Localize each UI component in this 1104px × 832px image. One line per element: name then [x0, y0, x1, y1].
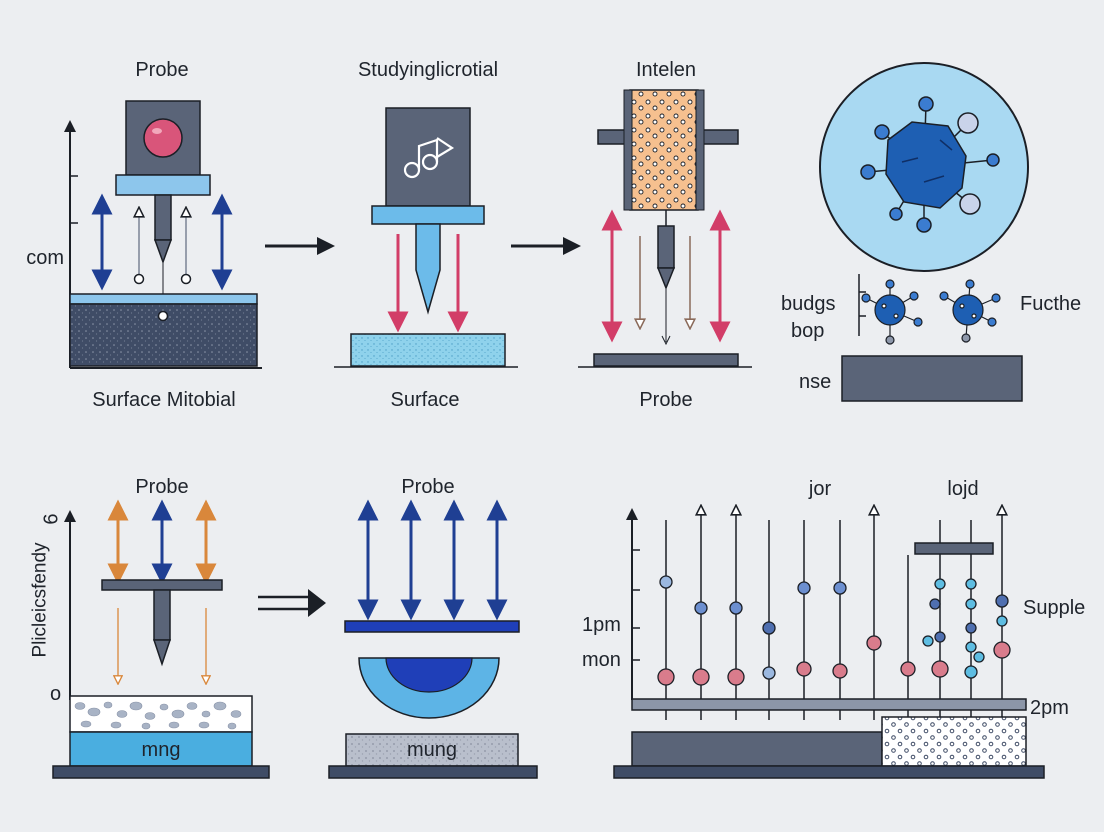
panel-2-caption: Surface: [390, 389, 460, 411]
panel-4-label-right: Fucthe: [1020, 293, 1082, 315]
bowl-inner: [385, 657, 473, 693]
panel-1: [64, 100, 262, 369]
base-block: [841, 355, 1023, 402]
molecule-small-2: [939, 279, 1001, 343]
probe-tip-icon: [153, 239, 173, 265]
panel-5-layer-label: mng: [141, 739, 181, 761]
panel-5-axis-label: Plicleicsfendy: [29, 542, 51, 658]
panel-7: [613, 510, 1045, 779]
probe-shaft: [154, 194, 172, 241]
panel-5: [52, 499, 270, 779]
surface-top-layer: [69, 293, 258, 305]
probe-lines: [665, 510, 1002, 720]
probe-plate: [115, 174, 211, 196]
panel-7-label-rail: 2pm: [1030, 697, 1069, 719]
panel-7-title-2: lojd: [947, 478, 979, 500]
panel-7-tick-2: mon: [582, 649, 621, 671]
molecule-small-1: [861, 279, 923, 345]
panel-3-caption: Probe: [639, 389, 693, 411]
panel-5-title: Probe: [135, 476, 189, 498]
probe-bar-5: [101, 579, 223, 591]
probe-sphere: [143, 118, 183, 158]
probe-plate-6: [344, 620, 520, 633]
beads: [657, 575, 1011, 686]
probe-housing-2: [385, 107, 471, 207]
panel-7-title-1: jor: [808, 478, 832, 500]
sample-block-left: [631, 731, 883, 767]
panel-6: [328, 499, 538, 779]
surface-layer-3: [593, 353, 739, 367]
panel-4: [819, 62, 1029, 402]
molecule-icon: [860, 96, 1000, 233]
panel-6-layer-label: mung: [406, 739, 458, 761]
panel-5-axis-top: 6: [40, 513, 63, 525]
panel-1-caption: Surface Mitobial: [92, 389, 236, 411]
mng-layer: [69, 731, 253, 767]
panel-2-title: Studyinglicrotial: [357, 59, 499, 81]
panel-4-label-left-2: bop: [791, 320, 825, 342]
panel-7-label-right: Supple: [1023, 597, 1086, 619]
surface-layer-2: [350, 333, 506, 367]
panel-3-title: Intelen: [635, 59, 697, 81]
panel-4-label-base: nse: [799, 371, 832, 393]
double-arrow-icon: [258, 589, 326, 617]
panel-2: [334, 107, 518, 368]
signal-icon: [403, 137, 455, 179]
sample-block-right: [881, 716, 1027, 767]
panel-3: [578, 89, 752, 368]
panel-1-title: Probe: [135, 59, 189, 81]
pebbles: [74, 701, 242, 730]
panel-5-axis-bottom: o: [50, 683, 62, 705]
mung-layer: [345, 733, 519, 767]
panel-4-label-left-1: budgs: [781, 293, 836, 315]
panel-1-axis-label: com: [26, 247, 64, 269]
probe-bar-7: [914, 542, 994, 555]
rail: [631, 698, 1027, 711]
probe-tip-2: [415, 223, 441, 315]
panel-7-tick-1: 1pm: [582, 614, 621, 636]
panel-6-title: Probe: [401, 476, 455, 498]
particle-column: [629, 89, 699, 211]
probe-plate-2: [371, 205, 485, 225]
